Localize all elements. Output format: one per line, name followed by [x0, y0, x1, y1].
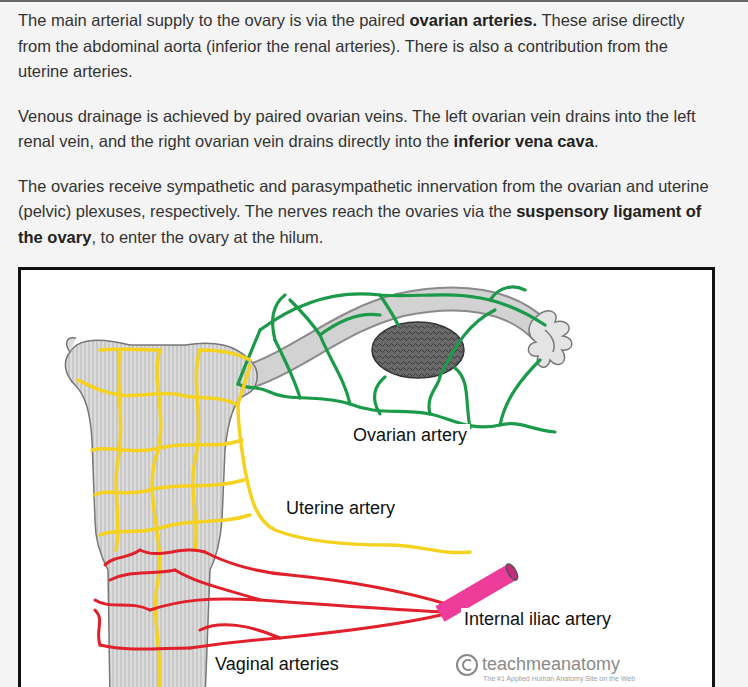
artery-label: Ovarian artery [350, 424, 470, 446]
artery-label: Vaginal arteries [212, 653, 342, 675]
body-text-run: , to enter the ovary at the hilum. [91, 228, 323, 246]
watermark: teachmeanatomy [479, 653, 623, 675]
paragraph: The ovaries receive sympathetic and para… [18, 174, 720, 251]
watermark-tagline: The #1 Applied Human Anatomy Site on the… [480, 675, 638, 683]
body-text-run: The main arterial supply to the ovary is… [18, 11, 405, 29]
body-text-run: . [594, 132, 599, 150]
bold-term: ovarian arteries. [409, 11, 537, 29]
paragraph: The main arterial supply to the ovary is… [18, 8, 720, 85]
artery-label: Internal iliac artery [461, 608, 614, 630]
bold-term: inferior vena cava [454, 132, 594, 150]
top-rule [0, 0, 748, 2]
body-text: The main arterial supply to the ovary is… [18, 8, 720, 269]
artery-label: Uterine artery [283, 497, 398, 519]
paragraph: Venous drainage is achieved by paired ov… [18, 104, 720, 155]
